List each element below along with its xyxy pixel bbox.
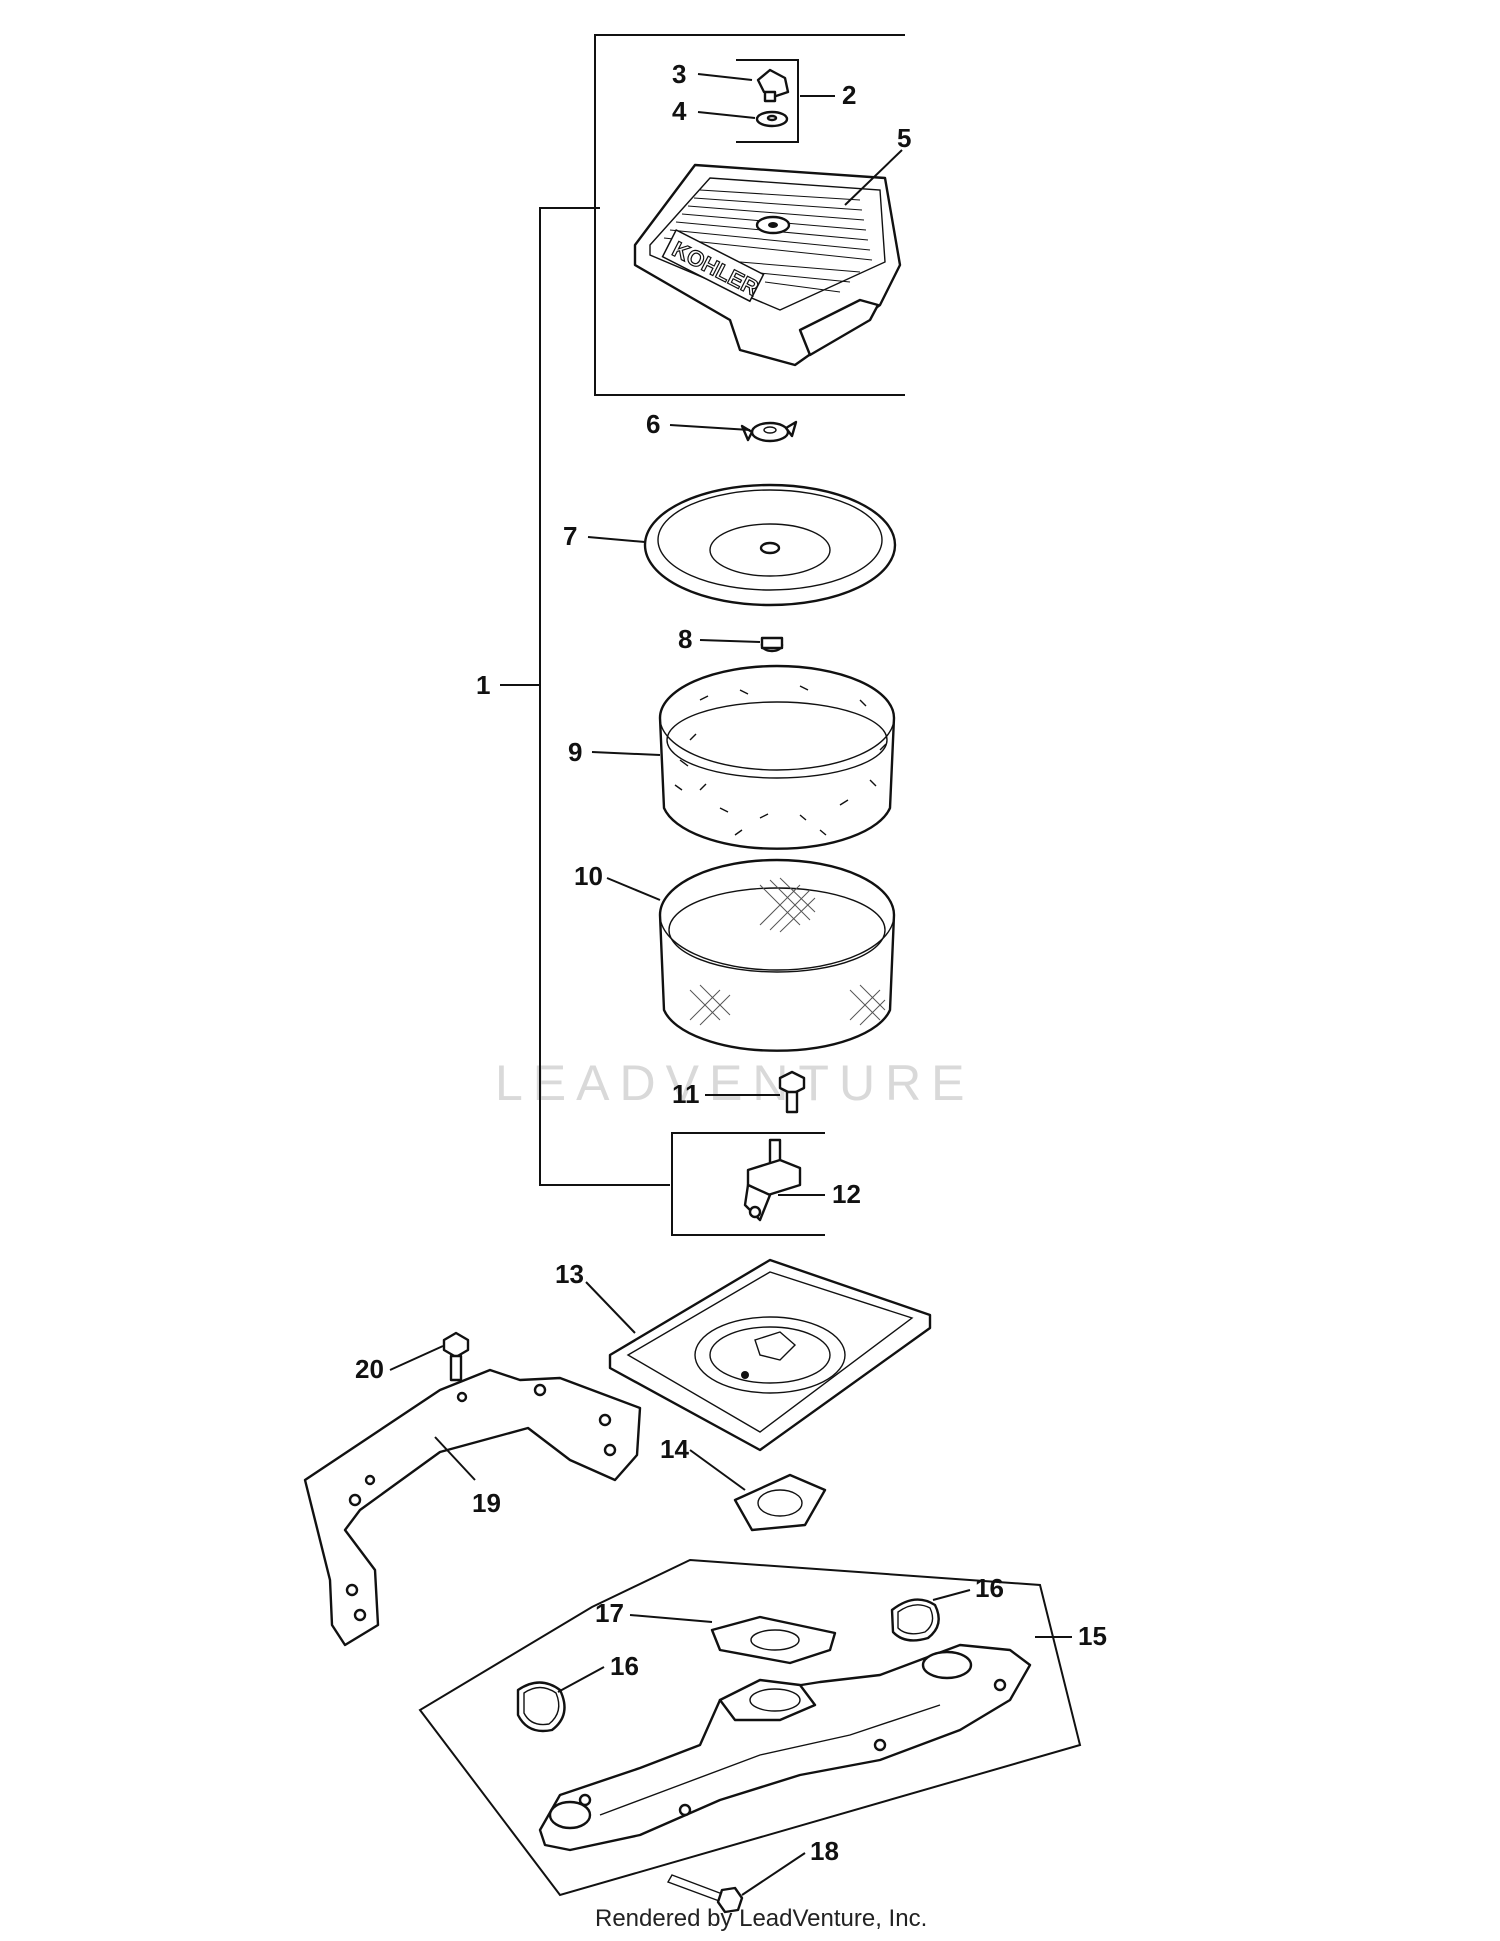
intake-elbow [538, 1643, 1032, 1852]
callout-19: 19 [472, 1488, 501, 1518]
assembly-bracket [500, 34, 905, 1236]
bolt-part [442, 1331, 470, 1382]
callout-15: 15 [1078, 1621, 1107, 1651]
callout-18: 18 [810, 1836, 839, 1866]
long-bolt-part [666, 1874, 744, 1914]
callout-9: 9 [568, 737, 582, 767]
callout-6: 6 [646, 409, 660, 439]
callout-20: 20 [355, 1354, 384, 1384]
callout-7: 7 [563, 521, 577, 551]
callout-5: 5 [897, 123, 911, 153]
screw-part [778, 1070, 806, 1114]
air-cleaner-cover: KOHLER [633, 163, 902, 367]
pre-cleaner-element [658, 664, 896, 850]
o-ring-part [890, 1598, 940, 1642]
filter-cover-plate [643, 483, 897, 607]
stud-bracket [743, 1138, 802, 1222]
knob-part [756, 68, 790, 103]
callout-17: 17 [595, 1598, 624, 1628]
watermark-text: LEADVENTURE [495, 1055, 975, 1111]
callout-16b: 16 [610, 1651, 639, 1681]
air-cleaner-base [608, 1258, 932, 1452]
callout-16a: 16 [975, 1573, 1004, 1603]
elbow-assembly-box [418, 1558, 1082, 1897]
callout-12: 12 [832, 1179, 861, 1209]
callout-3: 3 [672, 59, 686, 89]
o-ring-part-2 [516, 1681, 566, 1733]
mounting-bracket [303, 1368, 642, 1647]
callout-4: 4 [672, 96, 687, 126]
render-credit: Rendered by LeadVenture, Inc. [595, 1905, 927, 1932]
elbow-gasket [710, 1615, 837, 1665]
callout-11: 11 [672, 1079, 700, 1109]
callout-14: 14 [660, 1434, 689, 1464]
callout-1: 1 [476, 670, 490, 700]
callout-labels: 3 2 4 5 6 7 1 8 9 10 11 12 13 14 15 16 1… [355, 59, 1107, 1866]
paper-filter-element [658, 858, 896, 1052]
leader-lines [389, 73, 1072, 1896]
washer-part [755, 110, 789, 128]
seal-part [760, 636, 784, 653]
base-gasket [733, 1473, 827, 1532]
callout-8: 8 [678, 624, 692, 654]
callout-10: 10 [574, 861, 603, 891]
callout-2: 2 [842, 80, 856, 110]
wing-nut-part [740, 420, 798, 443]
callout-13: 13 [555, 1259, 584, 1289]
